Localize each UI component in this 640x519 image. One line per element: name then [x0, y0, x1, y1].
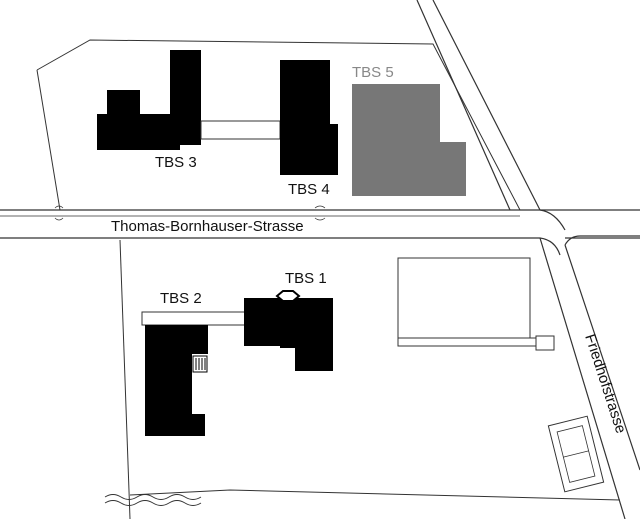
crossing-mark-east	[314, 205, 326, 221]
label-tbs2: TBS 2	[160, 290, 202, 307]
building-tbs3	[97, 50, 201, 150]
tennis-court	[547, 415, 605, 493]
tbs2-stair-lines	[195, 358, 206, 370]
connector-tbs2-tbs1	[141, 311, 249, 326]
label-tbs1: TBS 1	[285, 270, 327, 287]
south-parcel-west-edge	[119, 239, 131, 519]
building-tbs4	[280, 60, 338, 175]
north-parcel-boundary	[36, 39, 521, 211]
label-tbs5: TBS 5	[352, 64, 394, 81]
building-tbs2	[145, 325, 208, 436]
label-tbs3: TBS 3	[155, 154, 197, 171]
tbs1-entrance-canopy	[275, 290, 301, 302]
connector-tbs3-tbs4	[200, 120, 281, 140]
building-tbs1	[244, 298, 333, 371]
north-parcel-west-edge	[36, 69, 61, 211]
friedhofstrasse-east-edge	[564, 244, 640, 471]
friedhofstrasse-west-edge	[539, 237, 626, 519]
label-tbs4: TBS 4	[288, 181, 330, 198]
crossing-mark-west	[54, 205, 64, 221]
friedhofstrasse-corner-curve	[564, 235, 640, 246]
track-end-box	[535, 335, 555, 351]
north-diagonal-road-west-edge	[416, 0, 511, 211]
south-parcel-south-edge	[129, 489, 621, 501]
building-tbs5	[352, 84, 466, 196]
north-diagonal-road-east-edge	[432, 0, 541, 211]
label-main-street: Thomas-Bornhauser-Strasse	[111, 218, 304, 235]
creek-line	[104, 494, 202, 506]
